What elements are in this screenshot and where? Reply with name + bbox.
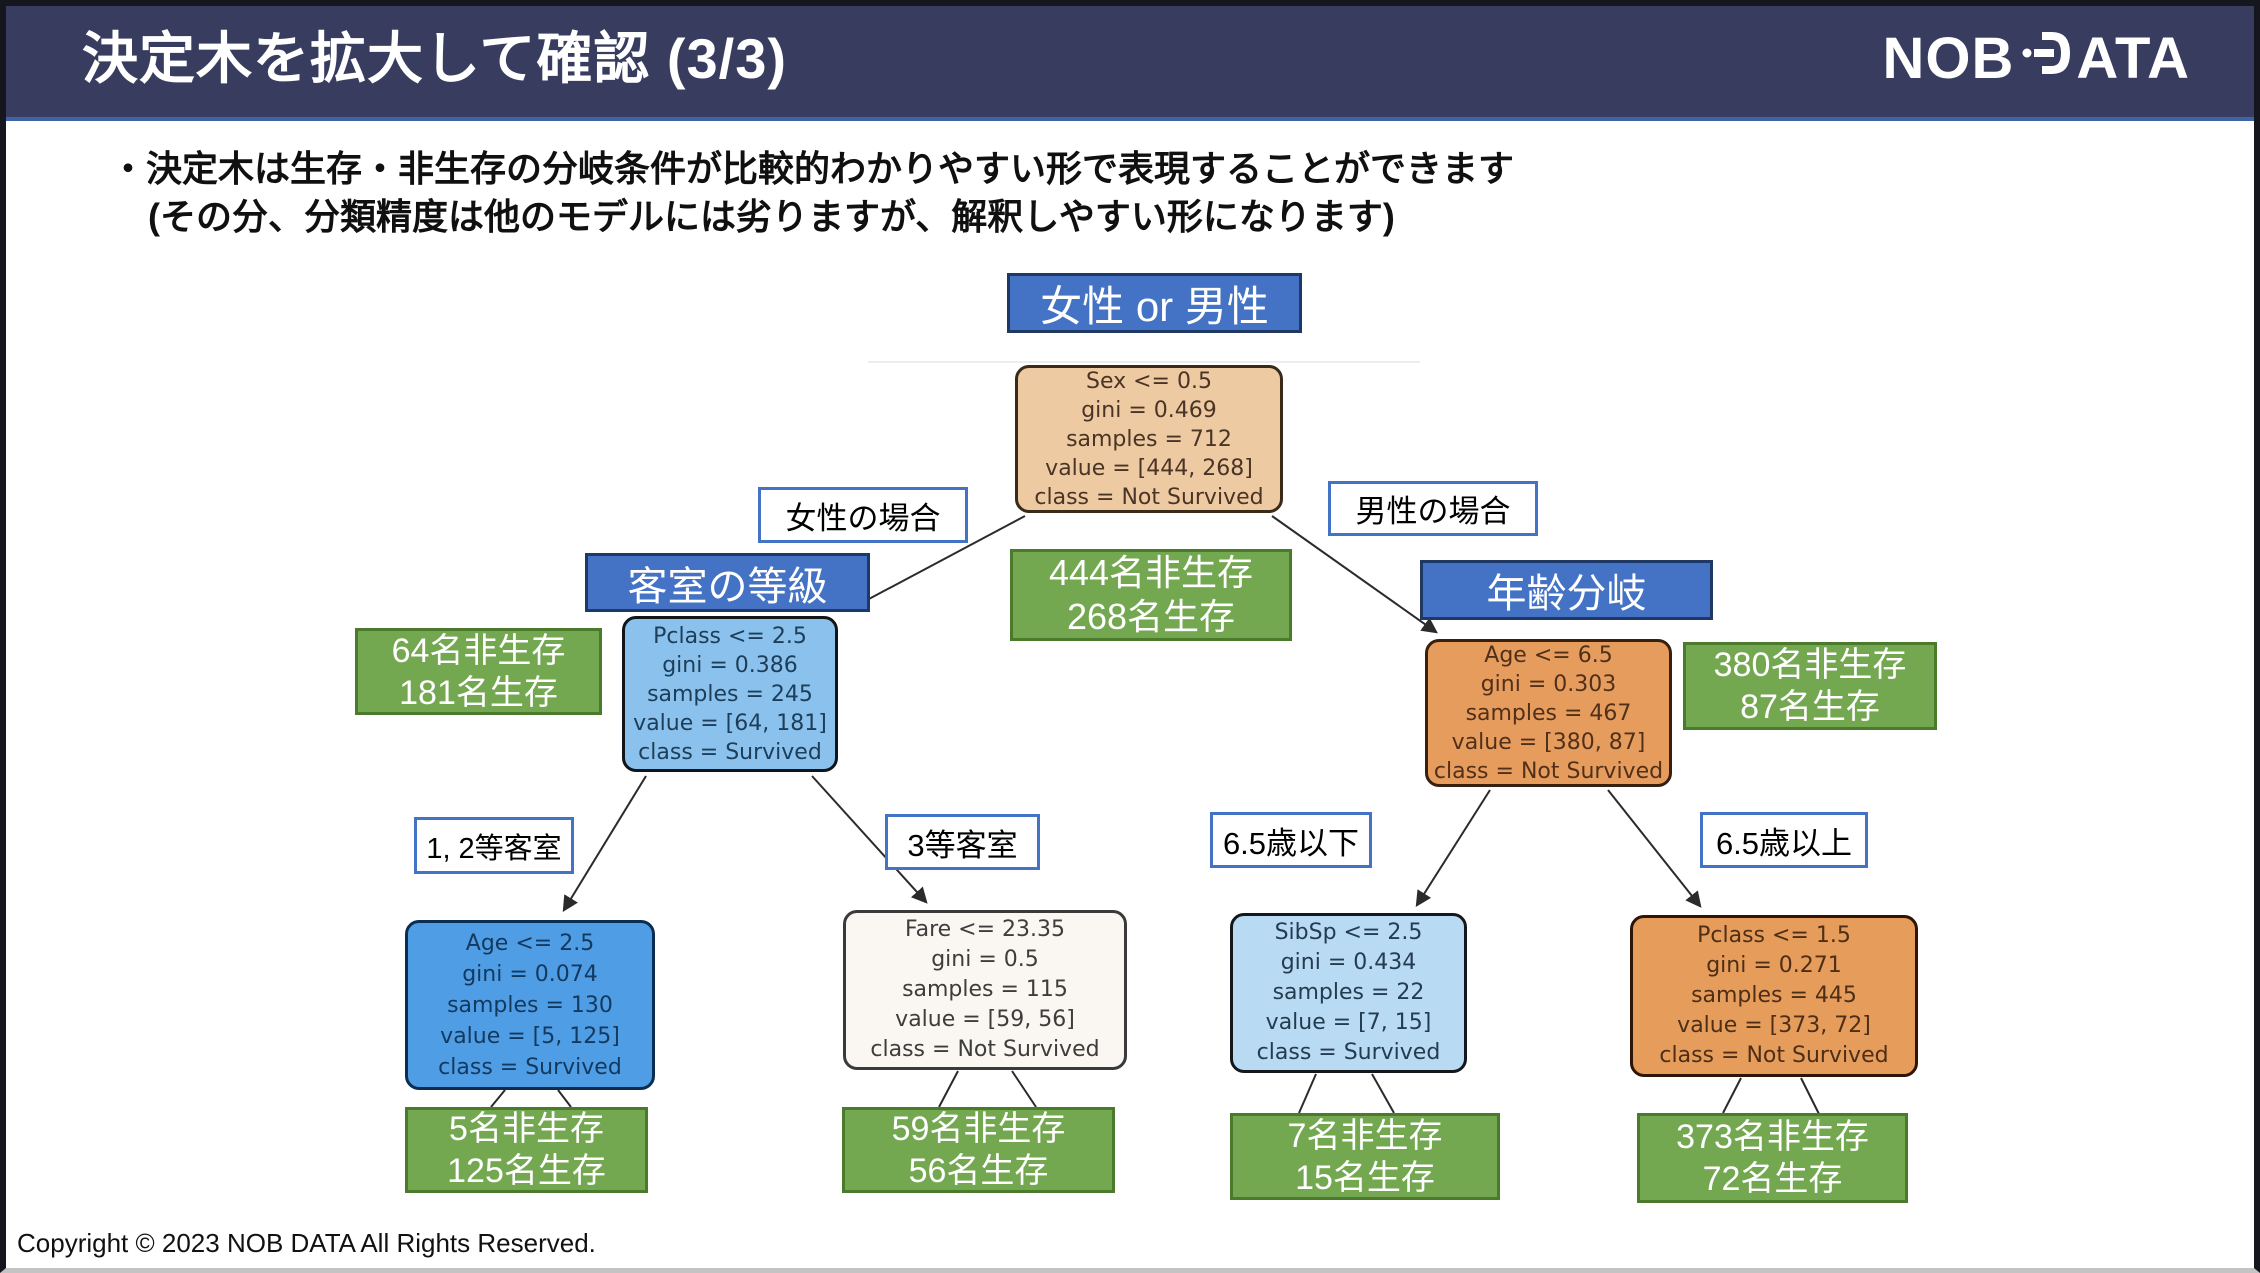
text-line: 56名生存 — [908, 1152, 1049, 1190]
text-line: value = [444, 268] — [1045, 455, 1253, 481]
page-title: 決定木を拡大して確認 (3/3) — [82, 27, 788, 90]
text-line: 7名非生存 — [1287, 1116, 1443, 1155]
text-line: value = [59, 56] — [895, 1007, 1075, 1032]
text-line: value = [5, 125] — [440, 1023, 620, 1049]
text-line: samples = 445 — [1691, 983, 1857, 1008]
text-line: 268名生存 — [1066, 596, 1236, 637]
text-line: Age <= 6.5 — [1484, 642, 1613, 668]
text-line: 59名非生存 — [891, 1110, 1066, 1148]
text-line: 87名生存 — [1740, 688, 1880, 726]
annotation-root-question: 女性 or 男性 — [1007, 273, 1302, 333]
edge-label-male: 男性の場合 — [1328, 481, 1538, 536]
text-line: value = [380, 87] — [1451, 729, 1646, 755]
text-line: 125名生存 — [447, 1152, 606, 1190]
text-line: 444名非生存 — [1048, 552, 1254, 593]
annotation-age-branch: 年齢分岐 — [1420, 560, 1713, 620]
text-line: samples = 22 — [1272, 980, 1425, 1005]
text-line: class = Not Survived — [1659, 1043, 1889, 1068]
intro-bullet-line1: ・決定木は生存・非生存の分岐条件が比較的わかりやすい形で表現することができます — [110, 148, 1515, 189]
text-line: gini = 0.386 — [662, 652, 798, 678]
text-line: gini = 0.271 — [1706, 953, 1842, 978]
copyright-text: Copyright © 2023 NOB DATA All Rights Res… — [17, 1228, 596, 1258]
text-line: 72名生存 — [1702, 1160, 1843, 1198]
text-line: samples = 467 — [1465, 700, 1632, 726]
text-line: gini = 0.5 — [931, 947, 1039, 972]
text-line: class = Survived — [438, 1054, 622, 1080]
nobdata-logo: NOB ATA — [1883, 0, 2190, 117]
text-line: 5名非生存 — [449, 1110, 604, 1148]
edge-label-class3: 3等客室 — [885, 814, 1040, 870]
tree-node-pclass15: Pclass <= 1.5 gini = 0.271 samples = 445 va… — [1630, 915, 1918, 1077]
text-line: SibSp <= 2.5 — [1274, 920, 1423, 945]
leaf-male-summary: 380名非生存 87名生存 — [1683, 642, 1937, 730]
text-line: class = Not Survived — [1433, 758, 1664, 784]
text-line: 380名非生存 — [1713, 646, 1907, 684]
logo-text-right: ATA — [2076, 26, 2190, 91]
text-line: Sex <= 0.5 — [1086, 368, 1212, 394]
intro-bullet-line2: (その分、分類精度は他のモデルには劣りますが、解釈しやすい形になります) — [148, 196, 1395, 237]
edge-label-age-over: 6.5歳以上 — [1700, 812, 1868, 868]
text-line: 15名生存 — [1295, 1158, 1435, 1197]
logo-d-icon — [2014, 25, 2076, 92]
text-line: samples = 712 — [1066, 426, 1232, 452]
leaf-pclass15-summary: 373名非生存 72名生存 — [1637, 1113, 1908, 1203]
edge-label-age-under: 6.5歳以下 — [1210, 812, 1372, 868]
text-line: gini = 0.469 — [1081, 397, 1217, 423]
text-line: gini = 0.074 — [462, 961, 598, 987]
text-line: value = [7, 15] — [1265, 1010, 1432, 1035]
text-line: class = Survived — [1256, 1040, 1441, 1065]
plot-edge-line — [868, 361, 1420, 363]
leaf-age25-summary: 5名非生存 125名生存 — [405, 1107, 648, 1193]
text-line: gini = 0.434 — [1280, 950, 1417, 975]
tree-node-age25: Age <= 2.5 gini = 0.074 samples = 130 value… — [405, 920, 655, 1090]
text-line: Fare <= 23.35 — [904, 917, 1066, 942]
tree-node-sex: Sex <= 0.5 gini = 0.469 samples = 712 value… — [1015, 365, 1283, 513]
text-line: samples = 115 — [902, 977, 1068, 1002]
text-line: value = [373, 72] — [1677, 1013, 1871, 1038]
text-line: class = Not Survived — [1034, 484, 1264, 510]
edge-label-class12: 1, 2等客室 — [414, 817, 574, 874]
text-line: samples = 245 — [647, 681, 813, 707]
header-bar: 決定木を拡大して確認 (3/3) NOB ATA — [0, 0, 2260, 121]
edge-label-female: 女性の場合 — [758, 487, 968, 543]
text-line: samples = 130 — [447, 992, 613, 1018]
tree-node-fare: Fare <= 23.35 gini = 0.5 samples = 115 valu… — [843, 910, 1127, 1070]
tree-node-pclass: Pclass <= 2.5 gini = 0.386 samples = 245 va… — [622, 616, 838, 772]
text-line: class = Survived — [638, 739, 822, 765]
text-line: class = Not Survived — [870, 1037, 1100, 1062]
text-line: 181名生存 — [399, 673, 558, 712]
leaf-fare-summary: 59名非生存 56名生存 — [842, 1107, 1115, 1193]
text-line: Pclass <= 1.5 — [1697, 923, 1851, 948]
annotation-cabin-class: 客室の等級 — [585, 553, 870, 612]
text-line: Age <= 2.5 — [465, 930, 595, 956]
text-line: Pclass <= 2.5 — [653, 623, 807, 649]
tree-node-sibsp: SibSp <= 2.5 gini = 0.434 samples = 22 valu… — [1230, 913, 1467, 1073]
text-line: 64名非生存 — [391, 631, 566, 670]
logo-text-left: NOB — [1882, 26, 2015, 91]
tree-node-age65: Age <= 6.5 gini = 0.303 samples = 467 value… — [1425, 639, 1672, 787]
text-line: gini = 0.303 — [1480, 671, 1617, 697]
text-line: 373名非生存 — [1676, 1118, 1869, 1156]
text-line: value = [64, 181] — [633, 710, 827, 736]
